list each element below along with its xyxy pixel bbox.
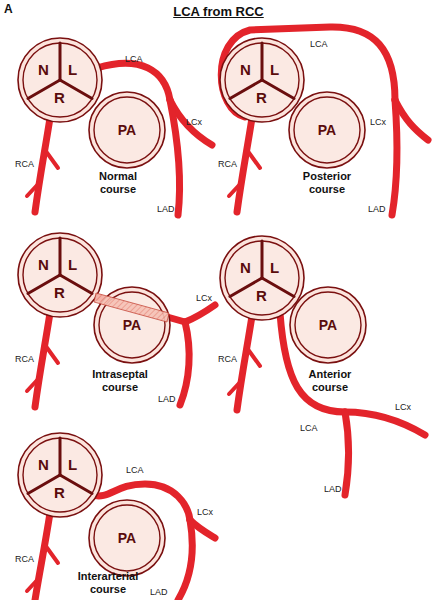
outer-ring	[18, 233, 102, 317]
cusp-label: R	[256, 288, 267, 303]
vessel-label: LCx	[370, 118, 386, 128]
aortic-outline	[218, 36, 306, 124]
vessel-label: LCA	[300, 424, 318, 434]
vessel-label: LCx	[395, 403, 411, 413]
vessel-label: LCA	[310, 40, 328, 50]
cusp-label: N	[38, 457, 49, 472]
pulmonary-artery: PA	[87, 498, 167, 578]
cusp-label: R	[54, 485, 65, 500]
pulmonary-artery: PA	[92, 285, 172, 365]
vessel-label: RCA	[218, 355, 237, 365]
vessel-label: LAD	[157, 205, 175, 215]
cusp-label: R	[54, 285, 65, 300]
aortic-root: N LR	[218, 36, 306, 124]
panel-letter: A	[4, 2, 13, 16]
aortic-outline	[16, 431, 104, 519]
pulmonary-artery: PA	[287, 90, 367, 170]
lcx-vessel	[185, 305, 215, 322]
figure-title: LCA from RCC	[0, 4, 437, 19]
vessel-label: RCA	[15, 555, 34, 565]
aortic-root: N LR	[16, 231, 104, 319]
cusp-label: L	[68, 62, 77, 77]
course-label: Normal course	[81, 170, 155, 196]
cusp-commissure	[59, 43, 62, 80]
vessel-label: LAD	[150, 588, 168, 598]
rca-branch	[45, 150, 58, 168]
inner-ring	[23, 238, 97, 312]
vessel-label: RCA	[15, 355, 34, 365]
rca-branch	[247, 150, 260, 168]
vessel-label: LCx	[197, 508, 213, 518]
outer-ring	[18, 433, 102, 517]
rca-branch	[45, 545, 58, 563]
aortic-outline	[16, 231, 104, 319]
aortic-root: N LR	[16, 36, 104, 124]
rca-branch	[27, 577, 40, 591]
pulmonary-artery: PA	[87, 90, 167, 170]
cusp-label: N	[240, 260, 251, 275]
outer-ring	[18, 38, 102, 122]
cusp-commissure	[59, 438, 62, 475]
rca-branch	[27, 377, 40, 391]
lad-vessel	[392, 100, 397, 215]
vessel-label: LCA	[125, 55, 143, 65]
rca-vessel	[237, 316, 252, 410]
cusp-label: N	[240, 62, 251, 77]
cusp-label: L	[270, 62, 279, 77]
lad-vessel	[345, 412, 349, 495]
course-label: Intraseptal course	[83, 368, 157, 394]
vessel-name: PA	[287, 123, 367, 137]
cusp-label: R	[256, 90, 267, 105]
inner-ring	[23, 438, 97, 512]
inner-ring	[225, 241, 299, 315]
lad-vessel	[170, 100, 180, 215]
cusp-label: N	[38, 62, 49, 77]
rca-branch	[27, 182, 40, 196]
vessel-name: PA	[92, 318, 172, 332]
rca-branch	[45, 345, 58, 363]
cusp-label: L	[270, 260, 279, 275]
rca-vessel	[35, 313, 50, 407]
aortic-root: N LR	[16, 431, 104, 519]
cusp-commissure	[261, 43, 264, 80]
vessel-name: PA	[288, 318, 368, 332]
vessel-name: PA	[87, 123, 167, 137]
course-label: Interarterial course	[71, 570, 145, 596]
rca-branch	[247, 348, 260, 366]
vessel-label: LCx	[186, 118, 202, 128]
vessel-label: LCx	[196, 294, 212, 304]
vessel-label: RCA	[218, 160, 237, 170]
vessel-label: LAD	[158, 395, 176, 405]
lcx-vessel	[345, 412, 425, 435]
aortic-outline	[16, 36, 104, 124]
outer-ring	[220, 236, 304, 320]
cusp-label: N	[38, 257, 49, 272]
vessel-label: RCA	[15, 160, 34, 170]
lad-vessel	[178, 520, 192, 600]
outer-ring	[220, 38, 304, 122]
lad-vessel	[180, 322, 189, 405]
vessel-name: PA	[87, 531, 167, 545]
rca-vessel	[35, 513, 50, 600]
cusp-label: L	[68, 457, 77, 472]
rca-vessel	[35, 118, 50, 212]
vessel-label: LAD	[368, 205, 386, 215]
course-label: Posterior course	[290, 170, 364, 196]
cusp-label: R	[54, 90, 65, 105]
cusp-label: L	[68, 257, 77, 272]
cusp-commissure	[261, 241, 264, 278]
vessel-label: LCA	[126, 466, 144, 476]
cusp-commissure	[59, 238, 62, 275]
inner-ring	[225, 43, 299, 117]
pulmonary-artery: PA	[288, 285, 368, 365]
course-label: Anterior course	[293, 368, 367, 394]
rca-vessel	[237, 118, 252, 212]
inner-ring	[23, 43, 97, 117]
rca-branch	[229, 380, 242, 394]
vessel-label: LAD	[324, 485, 342, 495]
rca-branch	[229, 182, 242, 196]
